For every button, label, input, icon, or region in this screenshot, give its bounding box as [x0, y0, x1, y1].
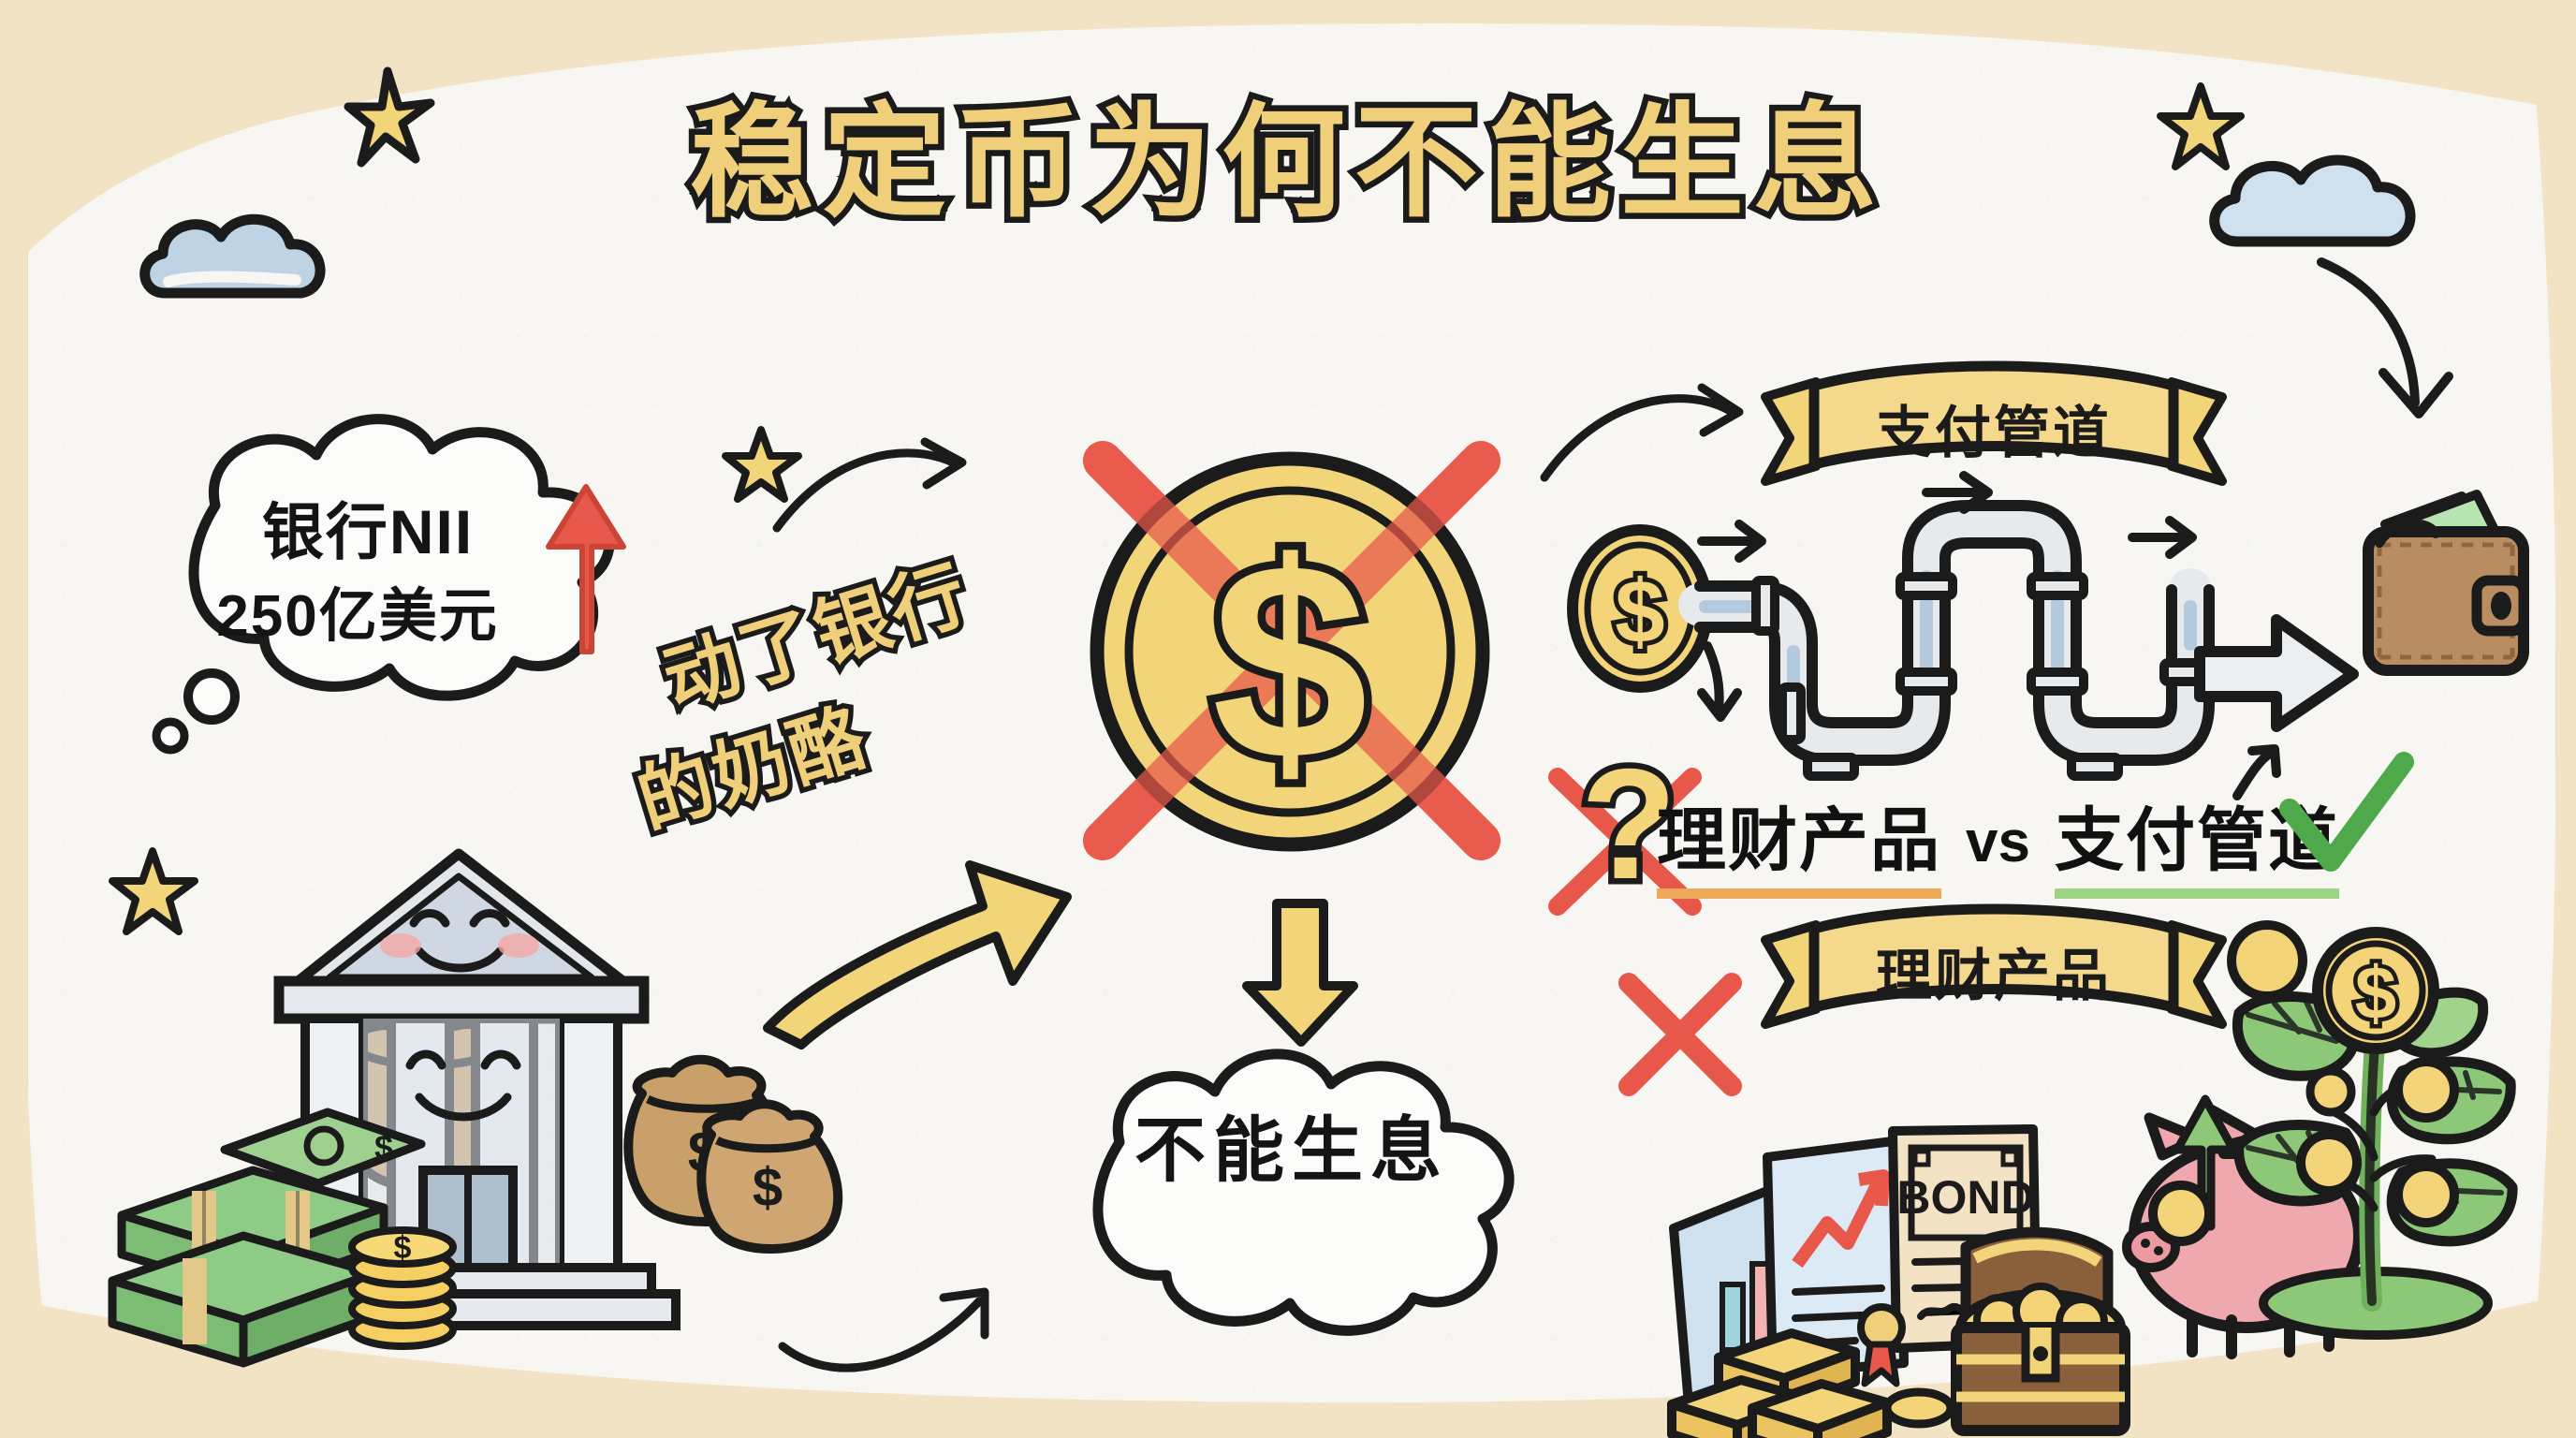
sketch-arrow-icon: [1540, 383, 1744, 482]
result-bubble: [1092, 1049, 1515, 1336]
wallet-with-cash: [2363, 490, 2529, 676]
comparison-left-label: 理财产品: [1657, 785, 1941, 899]
bank-body-face: [405, 1049, 521, 1122]
decorative-star: [344, 66, 435, 168]
page-title: 稳定币为何不能生息: [0, 95, 2576, 230]
sketch-arrow-icon: [2317, 257, 2453, 418]
coin-icon: [2148, 1181, 2214, 1246]
bank-nii-bubble: [152, 414, 615, 755]
gold-bars: [1667, 1328, 1892, 1438]
up-arrow-icon: [546, 484, 626, 654]
bank-building: $: [108, 848, 843, 1368]
down-arrow-icon: [1242, 899, 1358, 1047]
crossed-out-coin: $: [1083, 441, 1500, 860]
coin-stack: $: [348, 1226, 457, 1350]
financial-documents: BOND: [1667, 1124, 2130, 1438]
green-check-icon: [2279, 752, 2414, 872]
decorative-star: [722, 426, 802, 503]
comparison-row: 理财产品 vs 支付管道: [1657, 785, 2339, 899]
treasure-chest: [1882, 1226, 2130, 1436]
money-sack: $: [696, 1099, 843, 1254]
dollar-sign-icon: $: [1204, 496, 1376, 827]
decorative-cloud: [139, 213, 326, 299]
coin-icon: [2227, 920, 2307, 1001]
decorative-star: [109, 847, 198, 935]
payment-pipeline: $: [1567, 471, 2529, 800]
bank-nii-bubble-line1: 银行NII: [261, 497, 475, 566]
yellow-curved-arrow-icon: [763, 860, 1072, 1049]
sketch-arrow-icon: [778, 1287, 989, 1372]
growth-arrow-icon: [2148, 1094, 2238, 1246]
svg-text:$: $: [2355, 951, 2397, 1034]
payment-rail-ribbon: [1761, 360, 2227, 486]
bond-label: BOND: [1896, 1171, 2034, 1224]
comparison-vs: vs: [1966, 809, 2030, 874]
decorative-star: [2157, 82, 2245, 170]
sketch-arrow-icon: [772, 437, 967, 533]
page-title-text: 稳定币为何不能生息: [684, 94, 1886, 231]
svg-text:$: $: [1615, 562, 1664, 662]
svg-text:$: $: [753, 1157, 783, 1218]
svg-text:?: ?: [1581, 736, 1677, 912]
dollar-coin-icon: $: [1567, 524, 1713, 693]
result-bubble-text: 不能生息: [1134, 1111, 1449, 1191]
decorative-cloud: [2209, 154, 2416, 247]
red-x-mark: [1618, 973, 1742, 1096]
payment-rail-ribbon-label: 支付管道: [1876, 402, 2112, 464]
money-tree: $: [2232, 927, 2518, 1340]
svg-text:$: $: [1212, 504, 1368, 818]
svg-text:$: $: [374, 1128, 393, 1167]
wealth-product-ribbon: [1761, 903, 2227, 1029]
bank-nii-bubble-line2: 250亿美元: [216, 584, 499, 649]
cash-bundles: $: [108, 1108, 426, 1368]
svg-text:$: $: [394, 1230, 412, 1266]
question-mark-with-red-x: ?: [1548, 730, 1702, 918]
bank-roof-face: [409, 909, 510, 973]
wealth-product-ribbon-label: 理财产品: [1876, 945, 2112, 1007]
